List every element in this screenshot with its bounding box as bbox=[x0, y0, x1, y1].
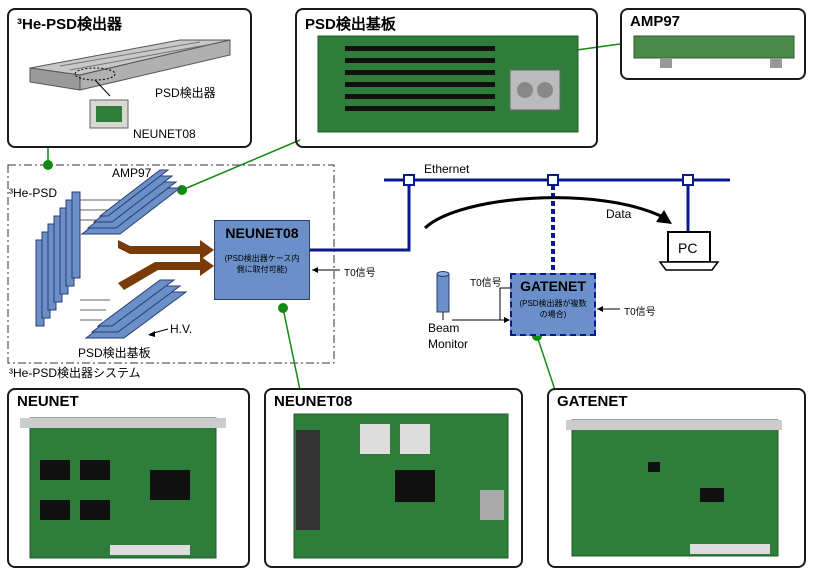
t0-signal-label: T0信号 bbox=[344, 268, 376, 279]
psd-board-photo bbox=[317, 35, 579, 133]
he-psd-tubes bbox=[35, 191, 81, 327]
panel-title: NEUNET08 bbox=[274, 393, 353, 410]
gatenet-box: GATENET (PSD検出器が複数の場合) bbox=[510, 273, 596, 336]
ethernet-label: Ethernet bbox=[424, 162, 470, 176]
hv-label: H.V. bbox=[170, 322, 193, 336]
beam-monitor-icon bbox=[436, 271, 450, 313]
he-psd-photo bbox=[29, 39, 231, 129]
psd-board-stack bbox=[84, 279, 188, 339]
pc-label: PC bbox=[678, 240, 698, 256]
amp97-photo bbox=[633, 35, 795, 68]
panel-title: NEUNET bbox=[17, 393, 79, 410]
neunet-photo bbox=[20, 417, 226, 559]
data-arrow bbox=[423, 196, 666, 230]
panel-he-psd: ³He-PSD検出器 PSD検出器 NEUNET08 bbox=[7, 8, 252, 148]
gatenet-box-title: GATENET bbox=[520, 278, 586, 294]
signal-arrow-upper bbox=[118, 240, 214, 260]
data-arrowhead bbox=[656, 210, 672, 224]
callout-amp97 bbox=[181, 139, 301, 191]
psd-detector-label: PSD検出器 bbox=[155, 86, 216, 100]
t0-signal-label: T0信号 bbox=[624, 307, 656, 318]
neunet08-link bbox=[310, 185, 411, 252]
system-boundary bbox=[7, 164, 335, 364]
panel-neunet: NEUNET bbox=[7, 388, 250, 568]
neunet08-photo bbox=[293, 413, 509, 559]
system-label: ³He-PSD検出器システム bbox=[9, 366, 141, 380]
neunet08-box: NEUNET08 (PSD検出器ケース内側に取付可能) bbox=[214, 220, 310, 300]
gatenet-box-sub: (PSD検出器が複数の場合) bbox=[519, 299, 587, 319]
panel-title: ³He-PSD検出器 bbox=[17, 16, 123, 33]
callout-gatenet bbox=[536, 335, 556, 391]
bus-node bbox=[682, 174, 694, 186]
panel-amp97: AMP97 bbox=[620, 8, 806, 80]
panel-title: GATENET bbox=[557, 393, 628, 410]
he-psd-label: ³He-PSD bbox=[9, 186, 58, 200]
amp97-stack bbox=[80, 169, 182, 235]
pc-icon bbox=[658, 231, 720, 271]
amp97-label: AMP97 bbox=[112, 166, 152, 180]
panel-neunet08: NEUNET08 bbox=[264, 388, 523, 568]
bus-node bbox=[547, 174, 559, 186]
neunet08-box-sub: (PSD検出器ケース内側に取付可能) bbox=[224, 254, 300, 274]
panel-psd-board: PSD検出基板 bbox=[295, 8, 598, 148]
beam-monitor-label: Beam Monitor bbox=[428, 321, 469, 351]
data-label: Data bbox=[606, 207, 632, 221]
psd-board-label: PSD検出基板 bbox=[78, 346, 151, 360]
panel-title: PSD検出基板 bbox=[305, 16, 396, 33]
signal-arrow-lower bbox=[118, 256, 214, 290]
callout-neunet08 bbox=[282, 307, 301, 391]
bus-node bbox=[403, 174, 415, 186]
t0-signal-label: T0信号 bbox=[470, 278, 502, 289]
neunet08-box-title: NEUNET08 bbox=[225, 225, 299, 241]
panel-gatenet: GATENET bbox=[547, 388, 806, 568]
neunet08-label: NEUNET08 bbox=[133, 127, 196, 141]
gatenet-photo bbox=[566, 419, 782, 557]
panel-title: AMP97 bbox=[630, 13, 681, 30]
